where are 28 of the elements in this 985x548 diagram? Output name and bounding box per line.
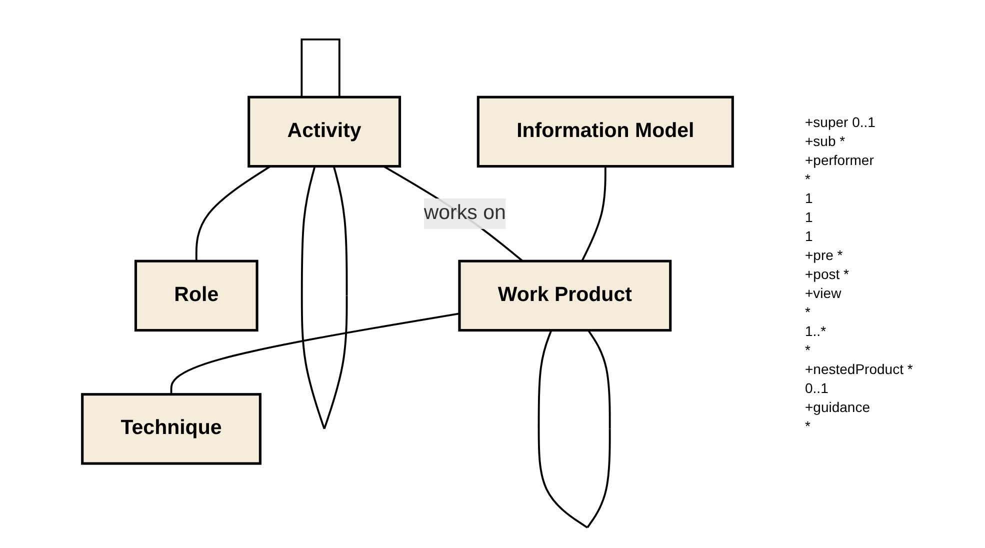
multiplicity-label: +performer: [805, 152, 875, 168]
multiplicity-label: 1: [805, 209, 814, 225]
connector: [581, 166, 606, 262]
edge-label: works on: [424, 202, 506, 224]
node-box: Role: [134, 260, 258, 332]
multiplicity-label: +pre *: [805, 247, 844, 263]
multiplicity-label: *: [805, 304, 812, 320]
multiplicity-label: +view: [805, 285, 842, 301]
node-box: Technique: [81, 393, 262, 465]
connector: [383, 165, 524, 262]
multiplicity-label: *: [805, 418, 812, 434]
connector: [195, 165, 271, 262]
node-box: Information Model: [476, 96, 734, 168]
multiplicity-label: 1: [805, 228, 814, 244]
multiplicity-label: 1: [805, 190, 814, 206]
multiplicity-label: 0..1: [805, 380, 830, 396]
node-box: Work Product: [458, 260, 672, 332]
connector: [170, 312, 460, 394]
self-association-line: [300, 38, 340, 98]
multiplicity-label: +nestedProduct *: [805, 361, 914, 377]
multiplicity-label: +super 0..1: [805, 114, 876, 130]
multiplicity-label: *: [805, 171, 812, 187]
multiplicity-label: 1..*: [805, 323, 828, 339]
multiplicity-label: *: [805, 342, 812, 358]
node-box: Activity: [248, 96, 402, 168]
multiplicity-label: +post *: [805, 266, 850, 282]
multiplicity-label: +sub *: [805, 133, 846, 149]
multiplicity-label: +guidance: [805, 399, 872, 415]
